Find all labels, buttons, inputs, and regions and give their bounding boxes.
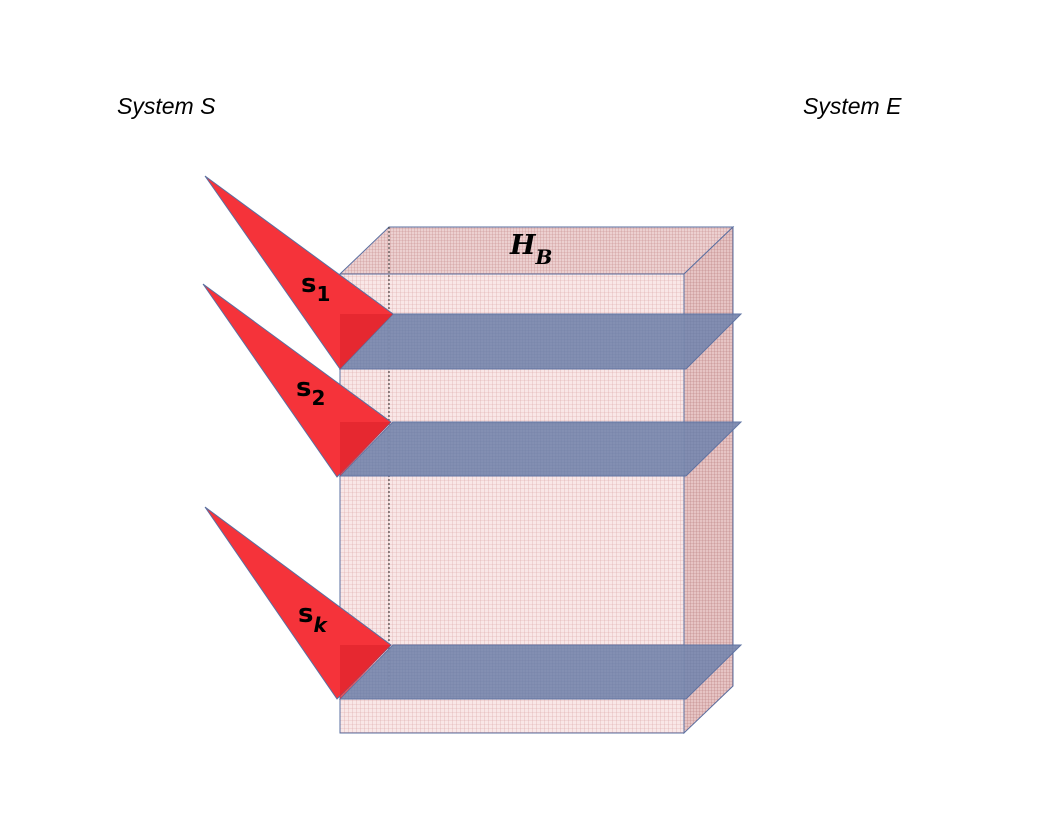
system-e-label: System E [803, 93, 902, 119]
wedge-s2-label: s2 [296, 373, 325, 410]
slab-2 [338, 421, 743, 477]
slab-1 [338, 313, 743, 370]
wedge-sk-label: sk [298, 599, 328, 637]
wedge-s2 [202, 283, 392, 478]
slab-k [338, 644, 743, 700]
wedge-sk [204, 506, 392, 700]
wedge-s1 [204, 175, 394, 370]
hilbert-space-label: HB [509, 230, 552, 269]
system-s-label: System S [117, 93, 216, 119]
wedge-s1-label: s1 [301, 269, 330, 306]
